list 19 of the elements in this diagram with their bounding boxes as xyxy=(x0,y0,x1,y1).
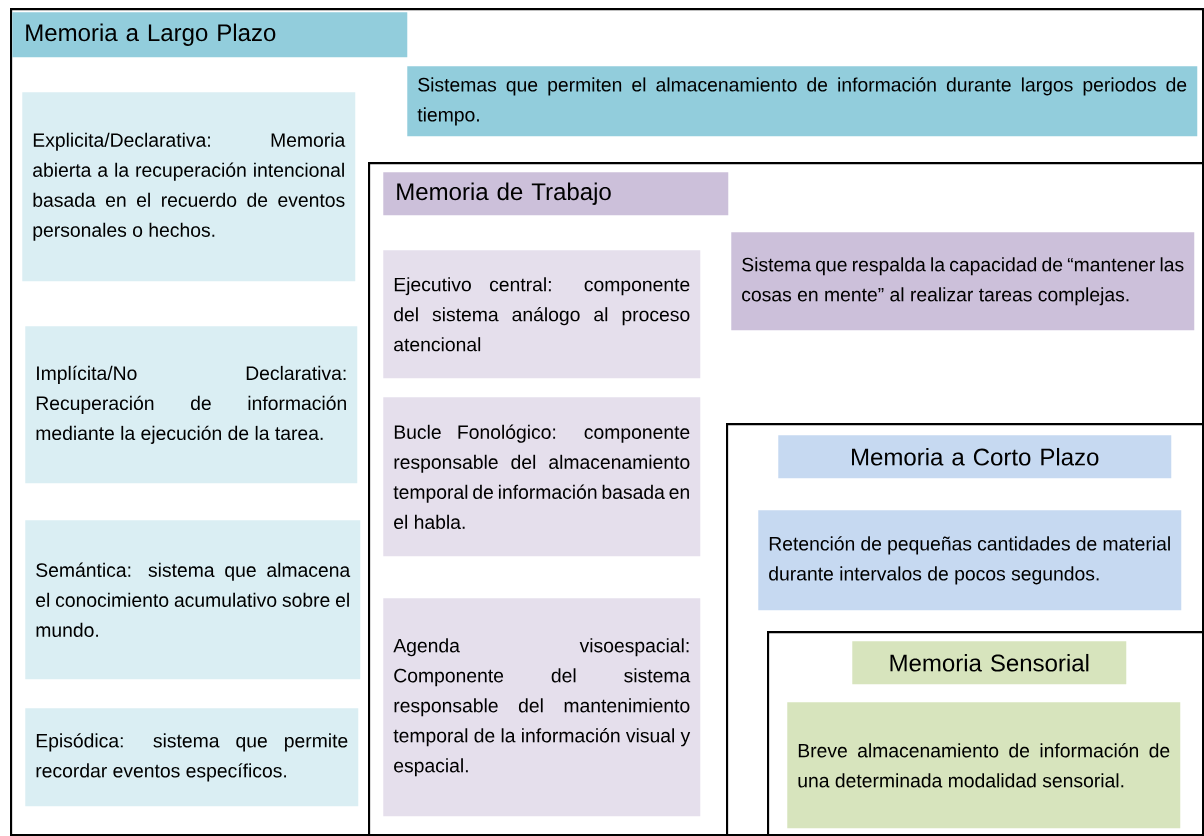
text-box: Bucle Fonológico: componente responsable del almacenamiento temporal de información basada en el habla. xyxy=(383,397,701,557)
heading-band: Memoria de Trabajo xyxy=(383,172,729,216)
text-box: Sistemas que permiten el almacenamiento de información durante largos periodos de tiempo. xyxy=(407,66,1198,137)
text-box: Sistema que respalda la capacidad de “mantener las cosas en mente” al realizar tareas complejas. xyxy=(731,232,1195,331)
frame xyxy=(726,423,1204,836)
text-box: Agenda visoespacial: Componente del sistema responsable del mantenimiento temporal de la información visual y espacial. xyxy=(383,598,701,817)
frame xyxy=(10,8,1204,836)
text-box: Breve almacenamiento de información de una determinada modalidad sensorial. xyxy=(787,702,1181,829)
heading-band: Memoria Sensorial xyxy=(852,641,1127,685)
text-box: Explicita/Declarativa: Memoria abierta a la recuperación intencional basada en el recuerdo de eventos personales o hechos. xyxy=(22,92,356,282)
text-box: Episódica: sistema que permite recordar eventos específicos. xyxy=(25,708,359,807)
text-box: Ejecutivo central: componente del sistema análogo al proceso atencional xyxy=(383,250,701,379)
frame xyxy=(368,162,1204,836)
text-box: Semántica: sistema que almacena el conocimiento acumulativo sobre el mundo. xyxy=(25,520,361,680)
text-box: Implícita/No Declarativa: Recuperación de información mediante la ejecución de la tarea. xyxy=(25,326,358,484)
text-box: Retención de pequeñas cantidades de material durante intervalos de pocos segundos. xyxy=(758,510,1182,611)
frame xyxy=(767,631,1204,836)
heading-band: Memoria a Corto Plazo xyxy=(778,435,1172,479)
heading-band: Memoria a Largo Plazo xyxy=(12,12,408,58)
